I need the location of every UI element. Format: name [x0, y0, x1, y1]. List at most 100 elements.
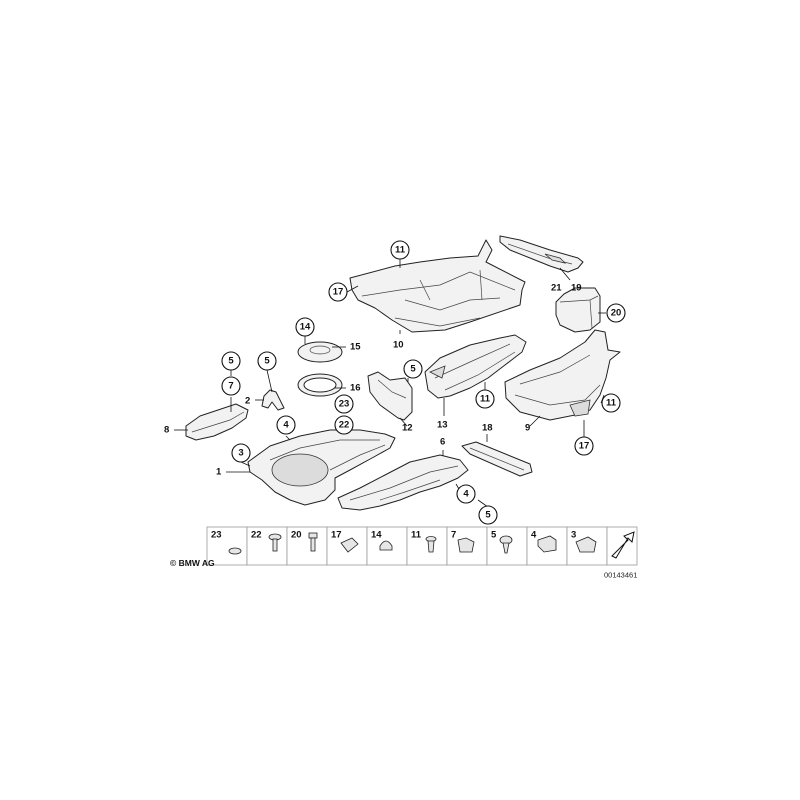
- leader-lines: [174, 259, 606, 508]
- legend-number: 14: [371, 530, 382, 541]
- clip-nut-icon: [340, 537, 359, 553]
- callout-11-top: 11: [390, 240, 410, 260]
- callout-label: 22: [339, 420, 350, 431]
- push-rivet-icon: [425, 536, 437, 553]
- callout-label: 4: [283, 420, 289, 431]
- part-15-disc: [297, 341, 343, 363]
- legend-number: 20: [291, 530, 302, 541]
- legend-number: 5: [491, 530, 497, 541]
- part-10-front-underbody-panel: [349, 239, 526, 333]
- part-12-shield: [367, 371, 413, 421]
- part-13-center-panel: [424, 334, 527, 399]
- callout-14: 14: [295, 317, 315, 337]
- label-2: 2: [245, 396, 250, 407]
- callout-label: 10: [393, 340, 404, 351]
- callout-label: 17: [333, 287, 344, 298]
- callout-label: 5: [410, 364, 416, 375]
- callout-17-right: 17: [574, 436, 594, 456]
- callout-17-top: 17: [328, 282, 348, 302]
- part-18-strip: [461, 441, 533, 477]
- legend-cell-11: [406, 526, 448, 566]
- expanding-rivet-icon: [268, 533, 282, 552]
- legend-cell-22: [246, 526, 288, 566]
- part-9-side-panel: [504, 329, 621, 421]
- label-21: 21: [551, 283, 562, 294]
- callout-label: 3: [238, 448, 243, 459]
- callout-label: 4: [463, 489, 469, 500]
- callout-label: 17: [579, 441, 590, 452]
- callout-label: 1: [216, 467, 222, 478]
- bolt-icon: [308, 532, 318, 552]
- legend-cell-23: [206, 526, 248, 566]
- part-1-rear-panel: [247, 429, 396, 506]
- callout-label: 12: [402, 423, 413, 434]
- callout-label: 9: [525, 423, 530, 434]
- label-9: 9: [525, 423, 530, 434]
- callout-7: 7: [221, 376, 241, 396]
- grommet-icon: [379, 540, 393, 551]
- callout-label: 7: [228, 381, 233, 392]
- legend-number: 23: [211, 530, 222, 541]
- callout-label: 13: [437, 420, 448, 431]
- legend-number: 4: [531, 530, 537, 541]
- label-18: 18: [482, 423, 493, 434]
- callout-label: 19: [571, 283, 582, 294]
- copyright-text: © BMW AG: [170, 558, 215, 568]
- label-19: 19: [571, 283, 582, 294]
- callout-23: 23: [334, 394, 354, 414]
- callout-20: 20: [606, 303, 626, 323]
- callout-label: 20: [611, 308, 622, 319]
- legend-number: 22: [251, 530, 262, 541]
- legend-number: 11: [411, 530, 422, 541]
- label-15: 15: [350, 342, 361, 353]
- callout-label: 8: [164, 425, 169, 436]
- callout-label: 21: [551, 283, 562, 294]
- callout-label: 11: [606, 398, 617, 409]
- callout-label: 18: [482, 423, 493, 434]
- legend-number: 7: [451, 530, 456, 541]
- callout-5-bottom: 5: [478, 505, 498, 525]
- callout-5-bracket: 5: [257, 351, 277, 371]
- label-16: 16: [350, 383, 361, 394]
- fastener-legend: 23 22 20 17 14 11 7 5: [206, 526, 638, 566]
- callout-label: 11: [395, 245, 406, 256]
- callout-label: 14: [300, 322, 311, 333]
- callout-label: 2: [245, 396, 250, 407]
- part-6-center-panel: [337, 454, 469, 511]
- callout-4-bottom: 4: [456, 484, 476, 504]
- part-2-bracket: [261, 389, 285, 411]
- part-19-block: [555, 287, 601, 333]
- callout-5-center: 5: [403, 359, 423, 379]
- part-16-ring: [297, 373, 343, 397]
- callout-label: 16: [350, 383, 361, 394]
- clip-nut-assembly-icon: [575, 536, 597, 553]
- label-6: 6: [440, 437, 445, 448]
- callout-11-center: 11: [475, 389, 495, 409]
- clip-icon: [457, 537, 475, 553]
- label-1: 1: [216, 467, 222, 478]
- label-12: 12: [402, 423, 413, 434]
- direction-arrow-icon: [611, 531, 635, 559]
- washer-icon: [228, 547, 242, 555]
- callout-label: 23: [339, 399, 350, 410]
- callout-22: 22: [334, 415, 354, 435]
- callout-5-upper-left: 5: [221, 351, 241, 371]
- callout-label: 5: [485, 510, 491, 521]
- callout-4-left: 4: [276, 415, 296, 435]
- callout-3: 3: [231, 443, 251, 463]
- spring-clip-icon: [537, 535, 557, 553]
- label-8: 8: [164, 425, 169, 436]
- callout-label: 15: [350, 342, 361, 353]
- screw-icon: [499, 535, 513, 554]
- document-number: 00143461: [604, 571, 637, 580]
- callout-label: 6: [440, 437, 445, 448]
- callout-11-right: 11: [601, 393, 621, 413]
- callout-label: 5: [264, 356, 270, 367]
- callout-label: 5: [228, 356, 234, 367]
- label-13: 13: [437, 420, 448, 431]
- legend-number: 3: [571, 530, 576, 541]
- part-21-tray: [499, 235, 584, 273]
- part-8-plate: [185, 403, 249, 441]
- callout-label: 11: [480, 394, 491, 405]
